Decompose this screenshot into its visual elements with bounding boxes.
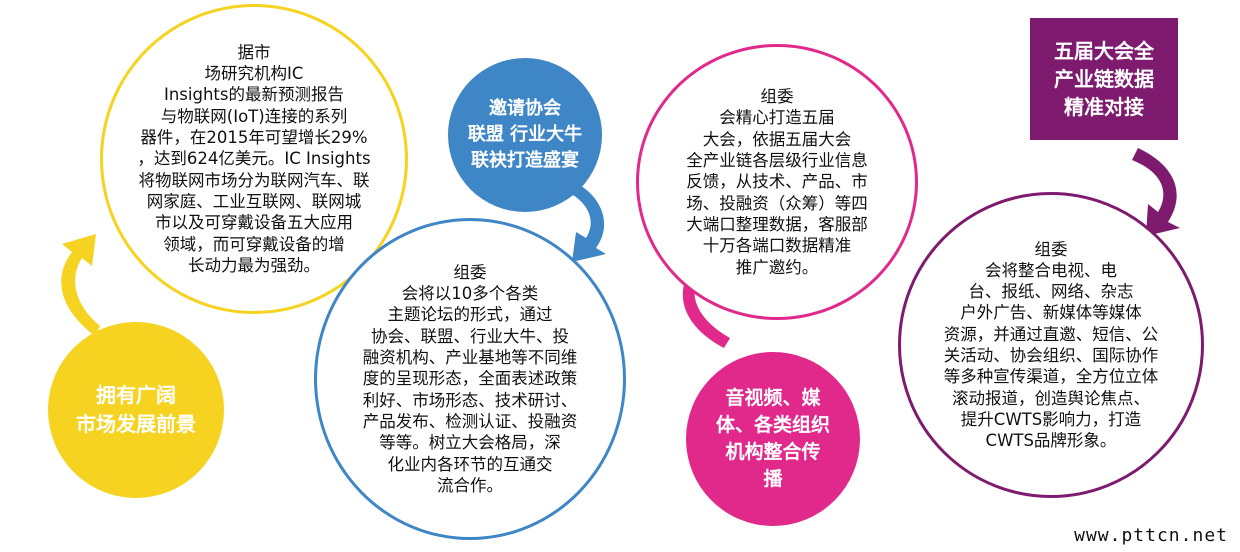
media-integration-label: 音视频、媒 体、各类组织 机构整合传 播 <box>715 387 830 490</box>
market-prospect-disc: 拥有广阔 市场发展前景 <box>48 322 224 498</box>
data-text: 组委 会精心打造五届 大会，依据五届大会 全产业链各层级行业信息 反馈，从技术、… <box>686 87 868 277</box>
yellow-arrow <box>61 234 100 336</box>
data-docking-label: 五届大会全 产业链数据 精准对接 <box>1054 39 1154 119</box>
forum-text: 组委 会将以10多个各类 主题论坛的形式，通过 协会、联盟、行业大牛、投 融资机… <box>362 262 578 495</box>
media-text: 组委 会将整合电视、电 台、报纸、网络、杂志 户外广告、新媒体等媒体 资源，并通… <box>943 239 1159 451</box>
invite-associations-label: 邀请协会 联盟 行业大牛 联袂打造盛宴 <box>467 98 583 171</box>
invite-associations-disc: 邀请协会 联盟 行业大牛 联袂打造盛宴 <box>448 58 602 212</box>
blue-arrow <box>568 182 606 262</box>
data-docking-box: 五届大会全 产业链数据 精准对接 <box>1030 18 1178 140</box>
market-research-ring: 据市 场研究机构IC Insights的最新预测报告 与物联网(IoT)连接的系… <box>100 4 408 314</box>
market-prospect-label: 拥有广阔 市场发展前景 <box>76 383 196 436</box>
purple-arrow <box>1132 148 1180 236</box>
forum-ring: 组委 会将以10多个各类 主题论坛的形式，通过 协会、联盟、行业大牛、投 融资机… <box>314 218 626 540</box>
market-research-text: 据市 场研究机构IC Insights的最新预测报告 与物联网(IoT)连接的系… <box>137 42 371 275</box>
data-ring: 组委 会精心打造五届 大会，依据五届大会 全产业链各层级行业信息 反馈，从技术、… <box>636 44 918 320</box>
media-integration-disc: 音视频、媒 体、各类组织 机构整合传 播 <box>686 352 860 526</box>
watermark: www.pttcn.net <box>1070 523 1232 548</box>
media-ring: 组委 会将整合电视、电 台、报纸、网络、杂志 户外广告、新媒体等媒体 资源，并通… <box>898 192 1204 498</box>
